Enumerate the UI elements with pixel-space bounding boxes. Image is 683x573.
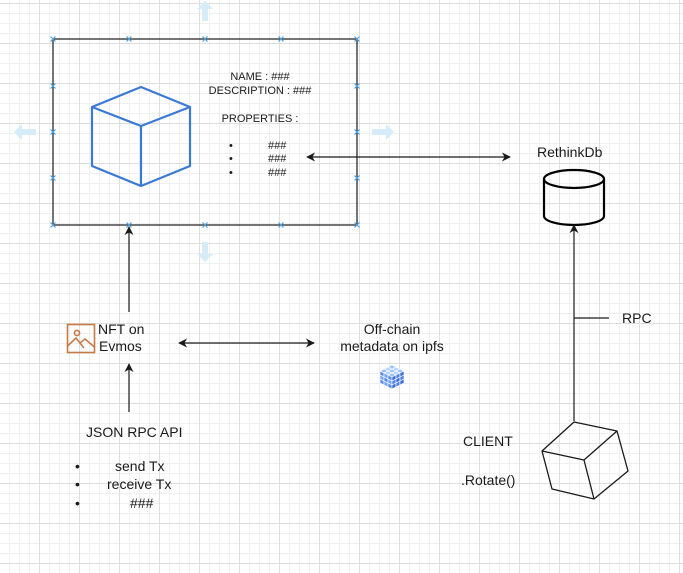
cube-icon [90,85,192,188]
ipfs-label-line1: Off-chain [363,321,421,337]
selection-handle[interactable] [50,83,56,89]
hover-arrows [14,1,394,262]
selection-handle[interactable] [126,36,132,42]
selection-handles [50,36,360,228]
bullet-icon: • [75,476,80,492]
selection-handle[interactable] [50,36,56,42]
client-label: CLIENT [463,433,513,449]
selection-handle[interactable] [354,175,360,181]
json-rpc-title: JSON RPC API [86,424,183,440]
nft-on-evmos-label-line2: Evmos [99,338,142,354]
selection-handle[interactable] [202,36,208,42]
ipfs-label-line2: metadata on ipfs [340,338,444,354]
selection-handle[interactable] [354,222,360,228]
bullet-icon: • [75,458,80,474]
selection-handle[interactable] [354,36,360,42]
nft-description-field: DESCRIPTION : ### [208,85,312,97]
image-icon [66,323,96,354]
client-method-label: .Rotate() [461,472,516,488]
hover-arrow-up-icon[interactable] [197,1,213,21]
bullet-icon: • [229,140,233,152]
rethinkdb-label: RethinkDb [537,144,603,160]
bullet-icon: • [75,495,80,511]
rotated-cube-icon [541,421,629,500]
ipfs-cube-tile [399,378,405,386]
hover-arrow-right-icon[interactable] [372,124,394,140]
selection-handle[interactable] [50,222,56,228]
selection-handle[interactable] [278,36,284,42]
nft-card-container[interactable] [52,38,358,226]
selection-handle[interactable] [278,222,284,228]
hover-arrow-down-icon[interactable] [197,242,213,262]
selection-handle[interactable] [202,222,208,228]
bullet-icon: • [229,153,233,165]
ipfs-cube-icon [379,364,405,390]
selection-handle[interactable] [50,175,56,181]
rpc-label: RPC [622,310,652,326]
nft-on-evmos-label-line1: NFT on [98,321,145,337]
nft-properties-label: PROPERTIES : [221,113,299,125]
selection-handle[interactable] [354,83,360,89]
nft-name-field: NAME : ### [230,71,290,83]
hover-arrow-left-icon[interactable] [14,124,36,140]
database-cylinder-icon [542,168,606,227]
selection-handle[interactable] [354,129,360,135]
selection-handle[interactable] [50,129,56,135]
bullet-icon: • [229,167,233,179]
